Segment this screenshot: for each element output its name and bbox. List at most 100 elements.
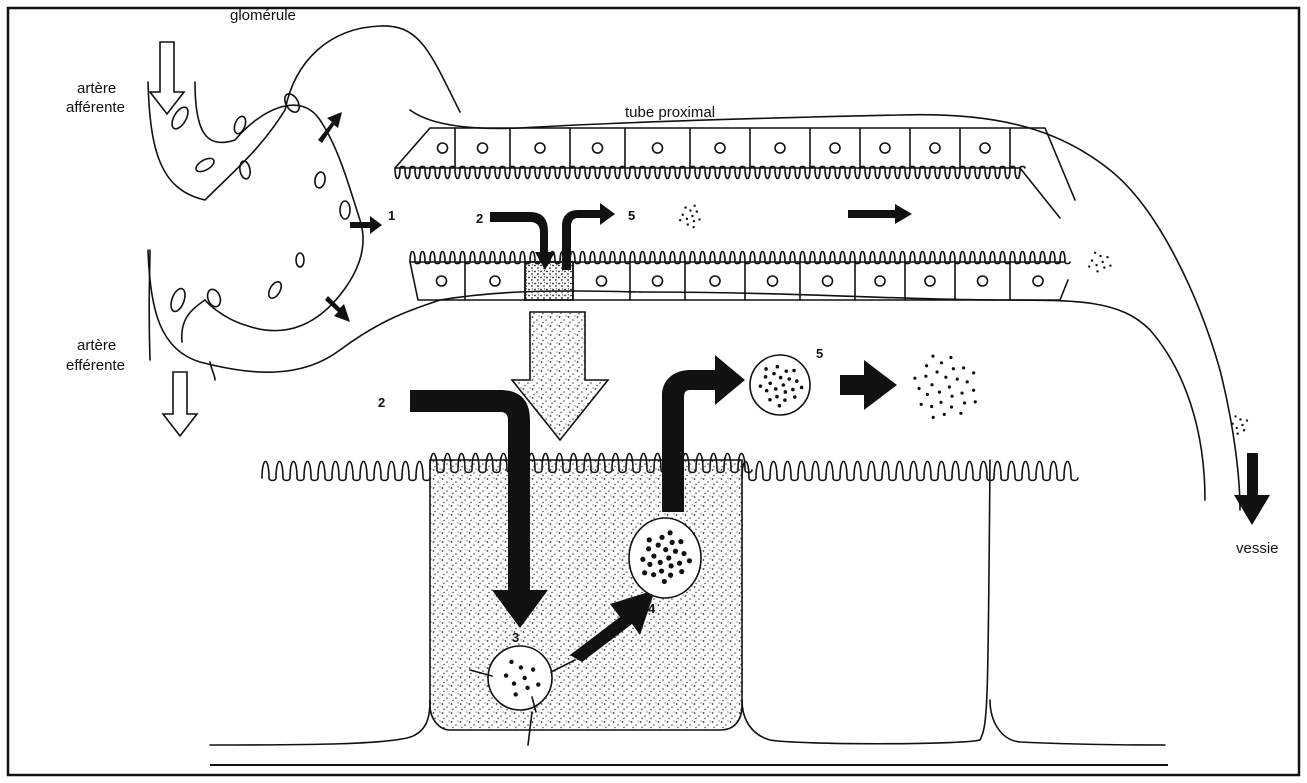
cell-nucleus xyxy=(775,143,785,153)
particle-dot xyxy=(679,219,681,221)
particle-dot xyxy=(764,375,768,379)
glomerular-capillary-inner-lower xyxy=(182,300,205,342)
dispersed-contents xyxy=(913,355,977,419)
particle-dot xyxy=(950,405,953,408)
particle-dot xyxy=(504,673,508,677)
particle-dot xyxy=(647,537,652,542)
particle-dot xyxy=(932,416,935,419)
cell-nucleus xyxy=(830,143,840,153)
cell-nucleus xyxy=(978,276,988,286)
particle-dot xyxy=(670,540,675,545)
particle-dot xyxy=(962,366,965,369)
cell-nucleus xyxy=(823,276,833,286)
particle-dot xyxy=(509,660,513,664)
cell-nucleus xyxy=(535,143,545,153)
particle-dot xyxy=(782,383,786,387)
particle-dot xyxy=(949,356,952,359)
particle-dot xyxy=(939,401,942,404)
particle-dot xyxy=(668,573,673,578)
particle-dot xyxy=(1099,255,1101,257)
lysosome xyxy=(629,518,701,598)
tube-flow-arrow xyxy=(848,204,912,224)
label-tube-proximal: tube proximal xyxy=(625,104,715,121)
particle-dot xyxy=(1241,424,1243,426)
cell-nucleus xyxy=(715,143,725,153)
particle-dot xyxy=(924,375,927,378)
particle-dot xyxy=(678,539,683,544)
particle-dot xyxy=(658,560,663,565)
particle-dot xyxy=(687,223,689,225)
particle-dot xyxy=(1095,264,1097,266)
particle-dot xyxy=(764,367,768,371)
particle-dot xyxy=(959,412,962,415)
particle-dot xyxy=(691,215,693,217)
cell-nucleus xyxy=(437,276,447,286)
particle-dot xyxy=(926,393,929,396)
particle-dot xyxy=(1088,265,1090,267)
particle-dot xyxy=(1246,419,1248,421)
step-5-small: 5 xyxy=(628,208,635,223)
particle-dot xyxy=(662,579,667,584)
particle-dot xyxy=(765,389,769,393)
step-1: 1 xyxy=(388,208,395,223)
particle-dot xyxy=(1106,256,1108,258)
particle-dot xyxy=(963,401,966,404)
particle-dot xyxy=(512,681,516,685)
cell-nucleus xyxy=(925,276,935,286)
particle-dot xyxy=(759,384,763,388)
particle-dot xyxy=(784,390,788,394)
particle-dot xyxy=(974,400,977,403)
particle-dot xyxy=(938,391,941,394)
particle-dot xyxy=(930,405,933,408)
particle-dot xyxy=(943,413,946,416)
particle-dot xyxy=(684,206,686,208)
particle-dot xyxy=(972,371,975,374)
particle-dot xyxy=(696,210,698,212)
step-5-large: 5 xyxy=(816,346,823,361)
particle-dot xyxy=(1237,433,1239,435)
particle-dot xyxy=(768,382,772,386)
particle-dot xyxy=(673,549,678,554)
particle-dot xyxy=(917,387,920,390)
particle-dot xyxy=(920,403,923,406)
particle-dot xyxy=(523,676,527,680)
particle-dot xyxy=(1239,418,1241,420)
particle-dot xyxy=(793,395,797,399)
particle-dot xyxy=(775,395,779,399)
particle-dot xyxy=(1243,429,1245,431)
particle-dot xyxy=(693,220,695,222)
particle-dot xyxy=(642,570,647,575)
particle-dot xyxy=(659,535,664,540)
particle-dot xyxy=(972,389,975,392)
particle-dot xyxy=(640,557,645,562)
cell-nucleus xyxy=(490,276,500,286)
particle-dot xyxy=(791,388,795,392)
particle-dot xyxy=(800,386,804,390)
label-artere-afferente-2: afférente xyxy=(66,99,125,116)
particle-dot xyxy=(787,377,791,381)
particle-dot xyxy=(1101,261,1103,263)
particle-dot xyxy=(779,376,783,380)
cell-nucleus xyxy=(653,276,663,286)
cell-nucleus xyxy=(768,276,778,286)
right-neighbor-cell xyxy=(742,460,1165,745)
particle-dot xyxy=(1091,259,1093,261)
cell-nucleus xyxy=(875,276,885,286)
particle-dot xyxy=(651,572,656,577)
particle-dot xyxy=(776,365,780,369)
cell-nucleus xyxy=(653,143,663,153)
label-artere-afferente-1: artère xyxy=(77,80,116,97)
particle-dot xyxy=(930,383,933,386)
particle-dot xyxy=(687,558,692,563)
particle-dot xyxy=(525,686,529,690)
particle-dot xyxy=(536,682,540,686)
particle-dot xyxy=(1096,270,1098,272)
particle-dot xyxy=(1103,266,1105,268)
particle-dot xyxy=(783,398,787,402)
particle-dot xyxy=(659,568,664,573)
particle-dot xyxy=(956,378,959,381)
particle-dot xyxy=(681,551,686,556)
particle-dot xyxy=(774,387,778,391)
particle-dot xyxy=(795,379,799,383)
particle-dot xyxy=(966,380,969,383)
